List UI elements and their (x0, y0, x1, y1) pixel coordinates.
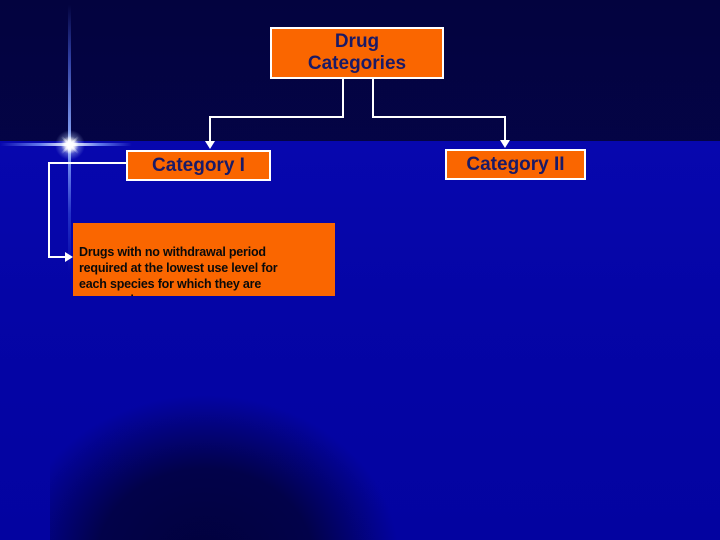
category2-label: Category II (466, 153, 565, 175)
connector-right-horizontal (372, 116, 506, 118)
connector-left-horizontal (209, 116, 344, 118)
connector-right-vertical (504, 116, 506, 142)
arrowhead-description (65, 252, 73, 262)
title-box: Drug Categories (270, 27, 444, 79)
connector-title-left-stub (342, 79, 344, 118)
connector-title-right-stub (372, 79, 374, 118)
description-box: Drugs with no withdrawal period required… (73, 223, 335, 296)
background-shade (50, 141, 720, 540)
category1-box: Category I (126, 150, 271, 181)
connector-note-vertical (48, 162, 50, 258)
description-text: Drugs with no withdrawal period required… (79, 245, 278, 296)
arrowhead-category2 (500, 140, 510, 148)
category1-label: Category I (152, 154, 245, 176)
connector-note-top (48, 162, 126, 164)
arrowhead-category1 (205, 141, 215, 149)
title-text: Drug Categories (307, 31, 407, 74)
connector-note-bottom (48, 256, 65, 258)
lens-flare-decoration (55, 130, 85, 160)
connector-left-vertical (209, 116, 211, 142)
category2-box: Category II (445, 149, 586, 180)
